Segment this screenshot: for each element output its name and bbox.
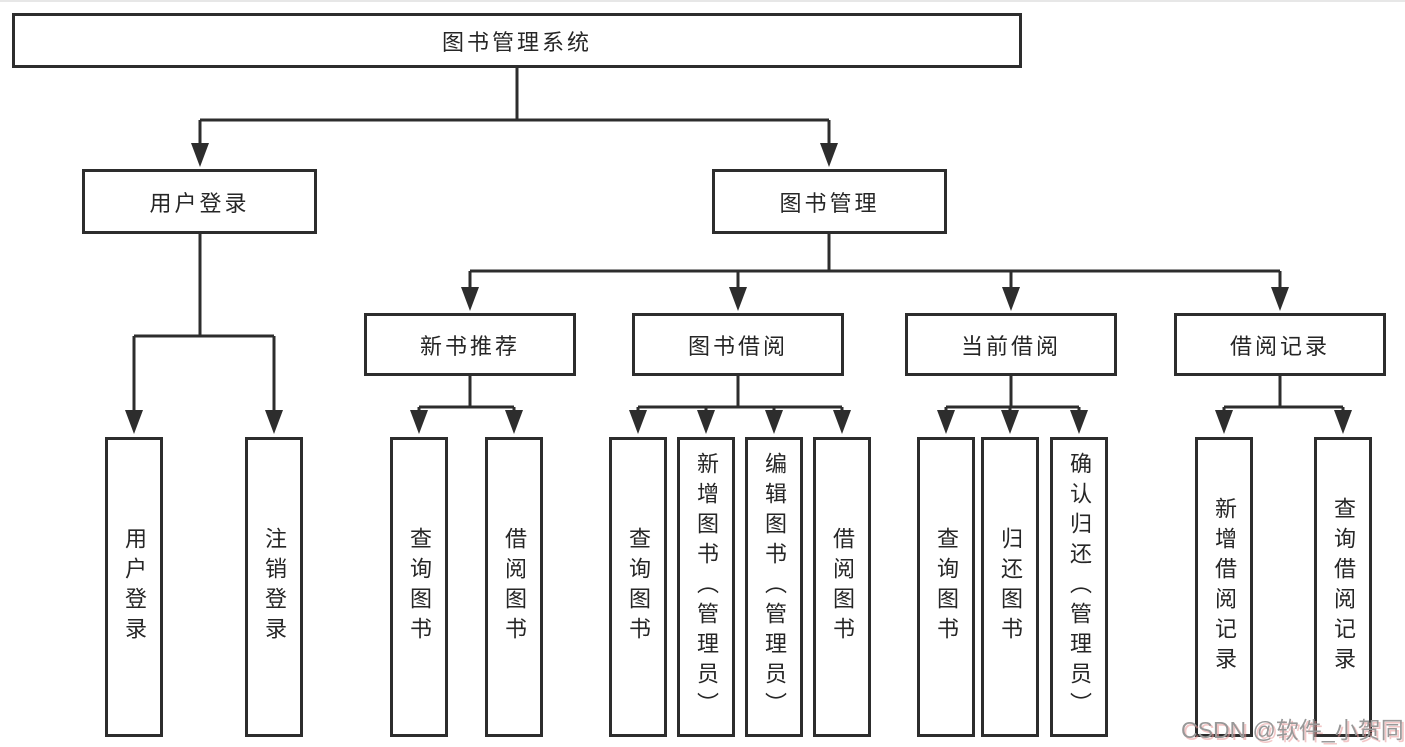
leaf-logout: 注销登录 — [245, 437, 303, 737]
leaf-borrowing-query-books: 查询图书 — [609, 437, 667, 737]
node-book-borrowing: 图书借阅 — [632, 313, 844, 376]
leaf-recommend-borrow-books: 借阅图书 — [485, 437, 543, 737]
leaf-current-return-books: 归还图书 — [981, 437, 1039, 737]
page-top-divider — [0, 0, 1405, 2]
leaf-records-add-borrow-record: 新增借阅记录 — [1195, 437, 1253, 737]
node-new-book-recommendation: 新书推荐 — [364, 313, 576, 376]
node-borrowing-records: 借阅记录 — [1174, 313, 1386, 376]
node-root-library-management-system: 图书管理系统 — [12, 13, 1022, 68]
connector-new-book-recommendation-children — [410, 376, 523, 434]
leaf-user-login: 用户登录 — [105, 437, 163, 737]
csdn-watermark: CSDN @软件_小贺同学 — [1181, 717, 1405, 743]
connector-root-to-level2 — [191, 68, 838, 167]
leaf-borrowing-borrow-books: 借阅图书 — [813, 437, 871, 737]
leaf-borrowing-edit-books-admin: 编辑图书（管理员） — [745, 437, 803, 737]
connector-current-borrowing-children — [937, 376, 1088, 434]
leaf-borrowing-add-books-admin: 新增图书（管理员） — [677, 437, 735, 737]
leaf-current-confirm-return-admin: 确认归还（管理员） — [1050, 437, 1108, 737]
leaf-recommend-query-books: 查询图书 — [390, 437, 448, 737]
connector-borrowing-records-children — [1215, 376, 1352, 434]
node-current-borrowing: 当前借阅 — [905, 313, 1117, 376]
connector-book-management-to-level3 — [461, 234, 1289, 311]
node-book-management: 图书管理 — [712, 169, 947, 234]
leaf-current-query-books: 查询图书 — [917, 437, 975, 737]
connector-book-borrowing-children — [629, 376, 851, 434]
leaf-records-query-borrow-record: 查询借阅记录 — [1314, 437, 1372, 737]
node-user-login: 用户登录 — [82, 169, 317, 234]
connector-user-login-children — [125, 234, 283, 434]
